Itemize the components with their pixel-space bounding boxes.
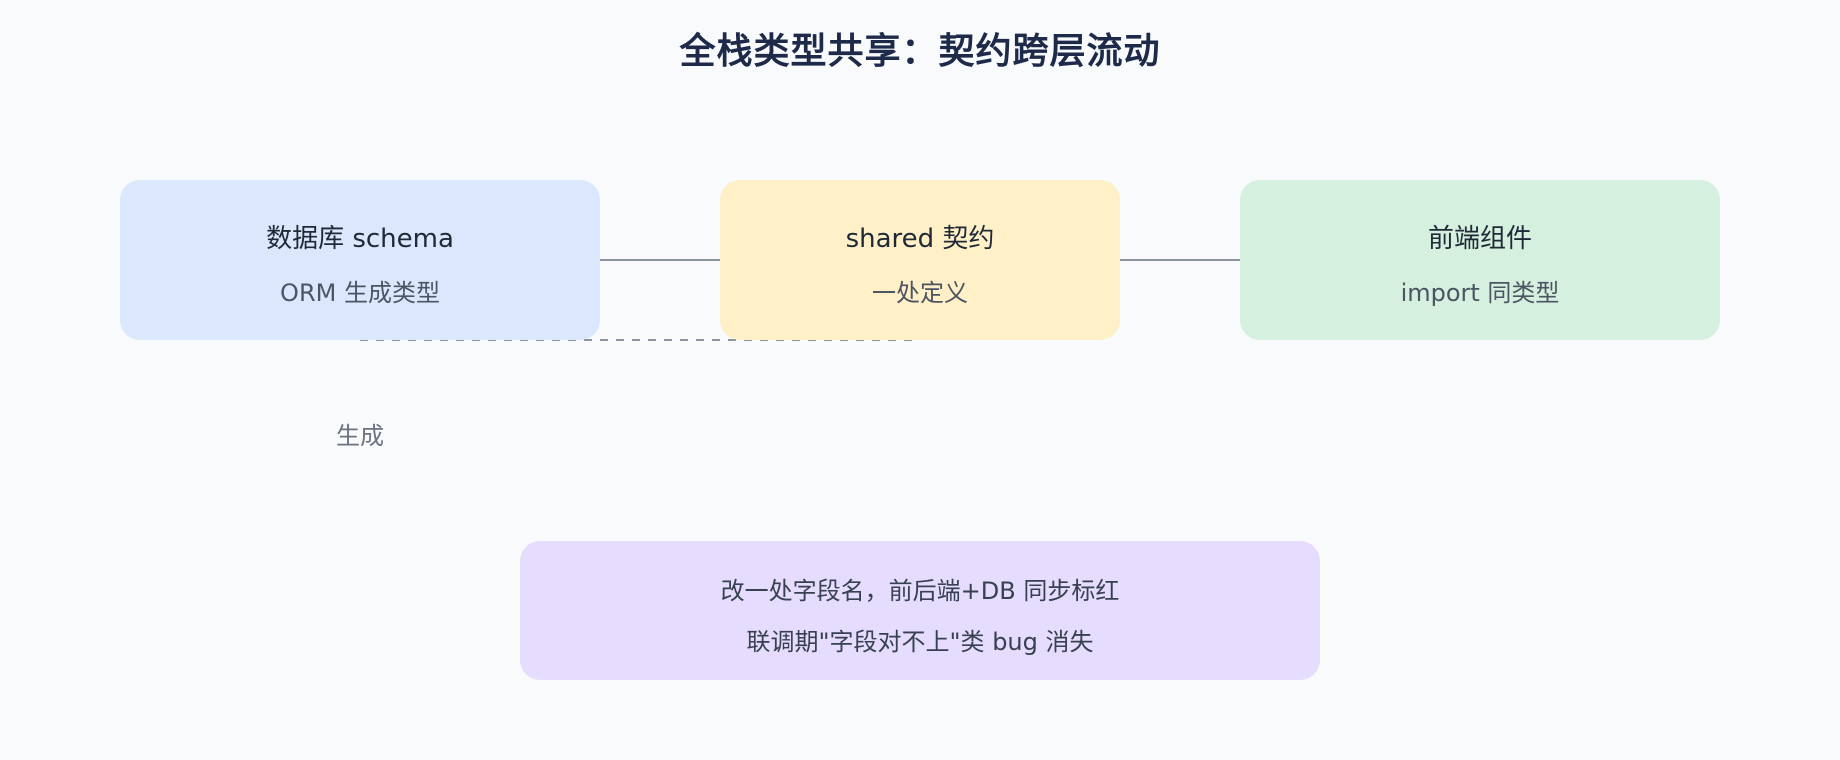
result-line-1: 改一处字段名，前后端+DB 同步标红 [720, 577, 1120, 605]
node-frontend-components-subtitle: import 同类型 [1400, 279, 1560, 307]
node-frontend-components-title: 前端组件 [1427, 224, 1532, 254]
node-database-schema-title: 数据库 schema [266, 224, 454, 254]
node-database-schema: 数据库 schema ORM 生成类型 [120, 180, 600, 340]
node-database-schema-subtitle: ORM 生成类型 [280, 279, 440, 307]
node-shared-contract-subtitle: 一处定义 [872, 279, 968, 307]
result-line-2: 联调期"字段对不上"类 bug 消失 [746, 628, 1094, 656]
diagram-title: 全栈类型共享：契约跨层流动 [679, 31, 1161, 72]
result-box: 改一处字段名，前后端+DB 同步标红 联调期"字段对不上"类 bug 消失 [520, 541, 1320, 680]
node-frontend-components: 前端组件 import 同类型 [1240, 180, 1720, 340]
edge-generate-label: 生成 [336, 422, 384, 450]
node-shared-contract-title: shared 契约 [845, 224, 995, 254]
node-shared-contract: shared 契约 一处定义 [720, 180, 1120, 340]
